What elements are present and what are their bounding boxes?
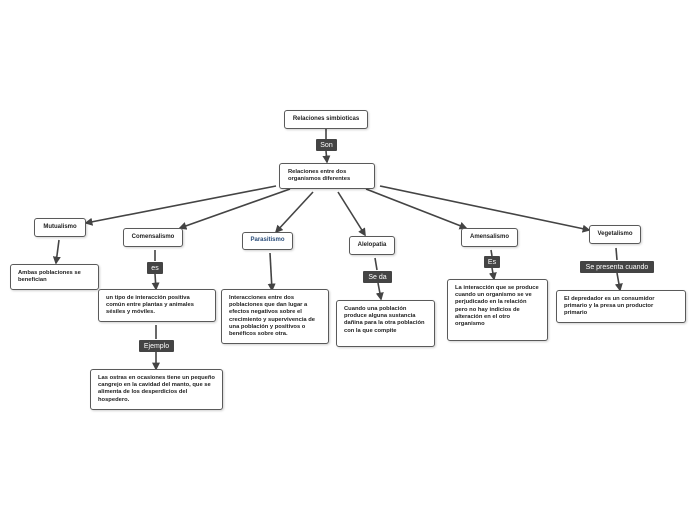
edge-sepresenta-vegetalismo-def xyxy=(614,272,623,292)
node-alelopatia-definicion[interactable]: Cuando una población produce alguna sust… xyxy=(336,300,435,347)
node-relaciones-entre-dos-organismos[interactable]: Relaciones entre dos organismos diferent… xyxy=(279,163,375,189)
node-relaciones-simbioticas[interactable]: Relaciones simbioticas xyxy=(284,110,368,129)
link-label-es-amensalismo[interactable]: Es xyxy=(484,256,500,268)
edge-center-alelopatia xyxy=(337,191,366,237)
edge-amensalismo-es xyxy=(490,249,493,257)
node-alelopatia[interactable]: Alelopatia xyxy=(349,236,395,255)
edge-alelopatia-seda xyxy=(374,257,378,271)
edge-vegetalismo-sepresenta xyxy=(615,247,618,261)
edge-mutualismo-def xyxy=(52,239,61,265)
edge-parasitismo-def xyxy=(267,252,276,292)
link-label-son[interactable]: Son xyxy=(316,139,337,151)
edge-center-vegetalismo xyxy=(379,185,591,233)
link-label-ejemplo[interactable]: Ejemplo xyxy=(139,340,174,352)
edge-son-center xyxy=(322,150,331,164)
edge-center-mutualismo xyxy=(84,185,277,226)
node-mutualismo[interactable]: Mutualismo xyxy=(34,218,86,237)
edge-center-amensalismo xyxy=(365,188,468,230)
link-label-se-da[interactable]: Se da xyxy=(363,271,392,283)
node-comensalismo-definicion[interactable]: un tipo de interacción positiva común en… xyxy=(98,289,216,322)
edge-es-amensalismo-def xyxy=(488,267,497,281)
node-parasitismo[interactable]: Parasitismo xyxy=(242,232,293,250)
node-vegetalismo-definicion[interactable]: El depredador es un consumidor primario … xyxy=(556,290,686,323)
node-vegetalismo[interactable]: Vegetalismo xyxy=(589,225,641,244)
node-parasitismo-definicion[interactable]: Interacciones entre dos poblaciones que … xyxy=(221,289,329,344)
edge-center-parasitismo xyxy=(274,191,314,234)
node-comensalismo-ejemplo[interactable]: Las ostras en ocasiones tiene un pequeño… xyxy=(90,369,223,410)
node-amensalismo[interactable]: Amensalismo xyxy=(461,228,518,247)
node-comensalismo[interactable]: Comensalismo xyxy=(123,228,183,247)
edge-es-comensalismo-def xyxy=(151,273,160,291)
edge-seda-alelopatia-def xyxy=(375,282,384,301)
edge-center-comensalismo xyxy=(178,188,291,230)
node-mutualismo-definicion[interactable]: Ambas poblaciones se benefician xyxy=(10,264,99,290)
link-label-es-comensalismo[interactable]: es xyxy=(147,262,163,274)
node-amensalismo-definicion[interactable]: La interacción que se produce cuando un … xyxy=(447,279,548,341)
link-label-se-presenta-cuando[interactable]: Se presenta cuando xyxy=(580,261,654,273)
